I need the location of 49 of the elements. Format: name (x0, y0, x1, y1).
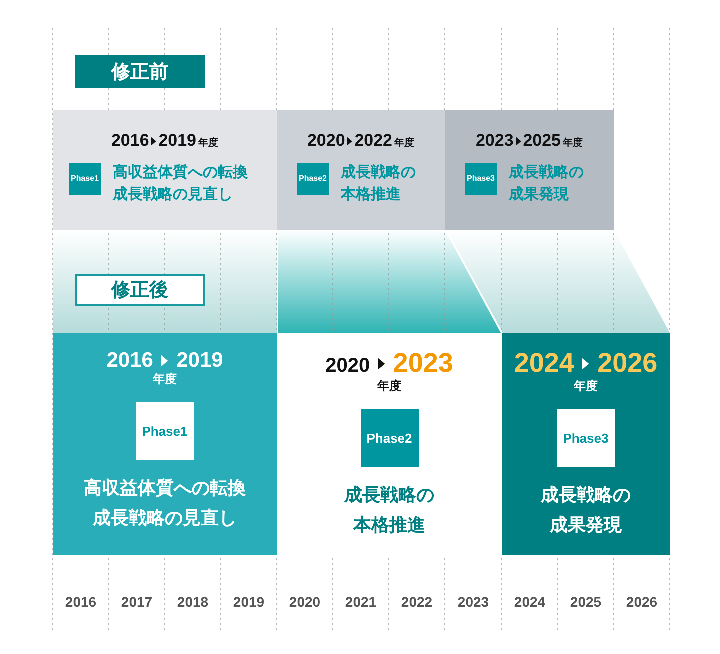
phase-panel (53, 110, 277, 230)
phase-panel (277, 110, 445, 230)
axis-year-label: 2020 (288, 594, 322, 610)
year-text: 2020 (326, 355, 370, 377)
year-text: 2026 (598, 349, 658, 379)
phase-description: 成長戦略の成果発現 (509, 162, 585, 205)
phase-badge: Phase3 (557, 409, 615, 468)
year-text: 2023 (393, 349, 454, 379)
axis-year-label: 2016 (64, 594, 98, 610)
axis-year-label: 2024 (513, 594, 547, 610)
unit-text: 年度 (378, 378, 402, 394)
year-text: 2020 (307, 132, 346, 151)
year-text: 2019 (176, 349, 224, 372)
phase-description: 成長戦略の本格推進 (343, 484, 436, 538)
year-text: 2023 (476, 132, 514, 151)
year-text: 2025 (523, 132, 562, 151)
unit-text: 年度 (153, 372, 177, 386)
unit-text: 年度 (394, 138, 415, 150)
year-text: 2016 (106, 349, 154, 372)
section-tag: 修正前 (75, 55, 205, 88)
phase-panel (277, 333, 502, 555)
year-text: 2024 (514, 349, 574, 379)
phase-description: 成長戦略の本格推進 (341, 162, 417, 205)
axis-year-label: 2023 (456, 594, 490, 610)
axis-year-label: 2026 (625, 594, 659, 610)
phase-badge: Phase1 (136, 402, 194, 460)
axis-year-label: 2025 (569, 594, 603, 610)
phase-badge: Phase2 (360, 409, 418, 468)
phase-badge: Phase1 (69, 162, 101, 195)
phase-description: 高収益体質への転換成長戦略の見直し (82, 477, 247, 532)
phase-description: 高収益体質への転換成長戦略の見直し (113, 162, 249, 205)
year-text: 2022 (354, 132, 393, 151)
unit-text: 年度 (574, 378, 598, 394)
phase-badge: Phase2 (297, 162, 329, 195)
phase-description: 成長戦略の成果発現 (540, 484, 632, 538)
phase-panel (502, 333, 670, 555)
phase-panel (53, 333, 277, 555)
axis-year-label: 2022 (400, 594, 434, 610)
unit-text: 年度 (198, 138, 219, 150)
section-tag: 修正後 (75, 274, 205, 306)
axis-year-label: 2021 (344, 594, 378, 610)
axis-year-label: 2019 (232, 594, 266, 610)
axis-year-label: 2017 (120, 594, 154, 610)
axis-year-label: 2018 (176, 594, 210, 610)
year-text: 2016 (111, 132, 150, 151)
phase-panel (445, 110, 614, 230)
unit-text: 年度 (563, 138, 584, 150)
phase-badge: Phase3 (465, 162, 497, 195)
year-text: 2019 (158, 132, 197, 151)
